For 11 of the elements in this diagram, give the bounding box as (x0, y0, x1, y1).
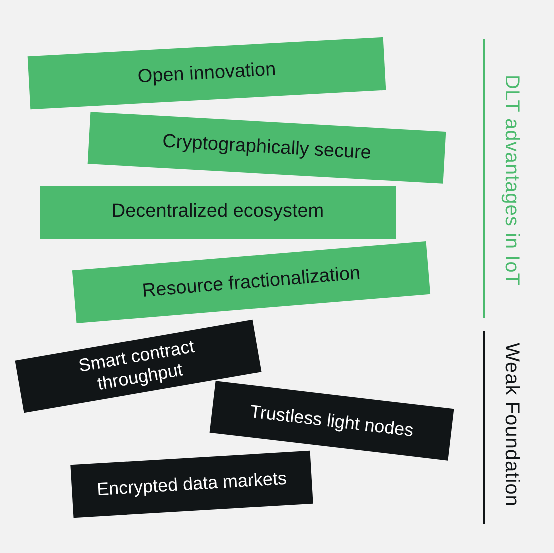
banner-text: Trustless light nodes (249, 401, 415, 441)
advantage-banner (88, 112, 446, 184)
advantage-banner (40, 186, 396, 238)
section-label: DLT advantages in IoT (500, 75, 524, 286)
banner-text: Smart contract throughput (76, 334, 197, 396)
banner-text: Open innovation (137, 58, 277, 88)
banner-text: Resource fractionalization (141, 262, 361, 302)
banner-text: Cryptographically secure (162, 131, 372, 165)
banner-text: Decentralized ecosystem (112, 201, 324, 223)
section-label: Weak Foundation (500, 343, 524, 507)
banner-text: Encrypted data markets (96, 468, 288, 500)
